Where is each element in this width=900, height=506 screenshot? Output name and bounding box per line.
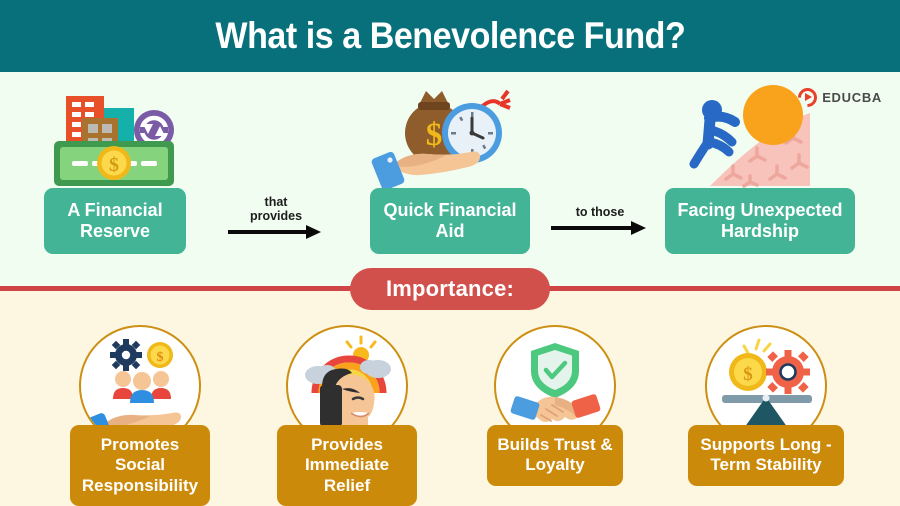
connector-label-2: to those <box>575 205 625 219</box>
educba-logo-text: EDUCBA <box>822 90 882 105</box>
benefit-card-trust-loyalty[interactable]: Builds Trust & Loyalty <box>487 325 623 486</box>
benefit-card-social-responsibility[interactable]: $ Promotes Social Responsibility <box>70 325 210 506</box>
educba-mark-icon <box>794 84 822 111</box>
balance-coin-gear-icon: $ <box>705 325 827 447</box>
flow-item-facing-hardship[interactable]: Facing Unexpected Hardship <box>665 78 855 255</box>
benefit-label-trust-loyalty: Builds Trust & Loyalty <box>487 425 623 486</box>
importance-badge: Importance: <box>350 268 550 310</box>
benefit-card-long-term-stability[interactable]: $ <box>688 325 844 486</box>
svg-text:$: $ <box>156 350 163 365</box>
svg-text:$: $ <box>109 154 119 176</box>
connector-label-1: that provides <box>249 195 303 223</box>
arrow-right-icon <box>551 220 649 235</box>
benefit-label-immediate-relief: Provides Immediate Relief <box>277 425 417 506</box>
importance-label: Importance: <box>385 276 515 301</box>
header-banner: What is a Benevolence Fund? <box>0 0 900 72</box>
flow-label-facing-hardship: Facing Unexpected Hardship <box>665 188 855 255</box>
arrow-right-icon <box>228 224 324 239</box>
flow-item-financial-reserve[interactable]: $ A Financial Reserve <box>44 78 186 255</box>
flow-item-quick-financial-aid[interactable]: $ Qui <box>370 78 530 255</box>
flow-label-quick-financial-aid: Quick Financial Aid <box>370 188 530 255</box>
benefit-card-immediate-relief[interactable]: Provides Immediate Relief <box>277 325 417 506</box>
person-pushing-boulder-icon <box>665 78 855 188</box>
connector-that-provides: that provides <box>228 195 324 239</box>
benefit-label-long-term-stability: Supports Long -Term Stability <box>688 425 844 486</box>
educba-logo[interactable]: EDUCBA <box>794 84 882 111</box>
building-money-reserve-icon: $ <box>44 78 186 188</box>
page-title: What is a Benevolence Fund? <box>215 15 685 56</box>
connector-to-those: to those <box>551 205 649 235</box>
flow-label-financial-reserve: A Financial Reserve <box>44 188 186 255</box>
benefit-label-social-responsibility: Promotes Social Responsibility <box>70 425 210 506</box>
hand-moneybag-clock-icon: $ <box>370 78 530 191</box>
svg-text:$: $ <box>743 364 753 385</box>
svg-text:$: $ <box>426 117 443 153</box>
